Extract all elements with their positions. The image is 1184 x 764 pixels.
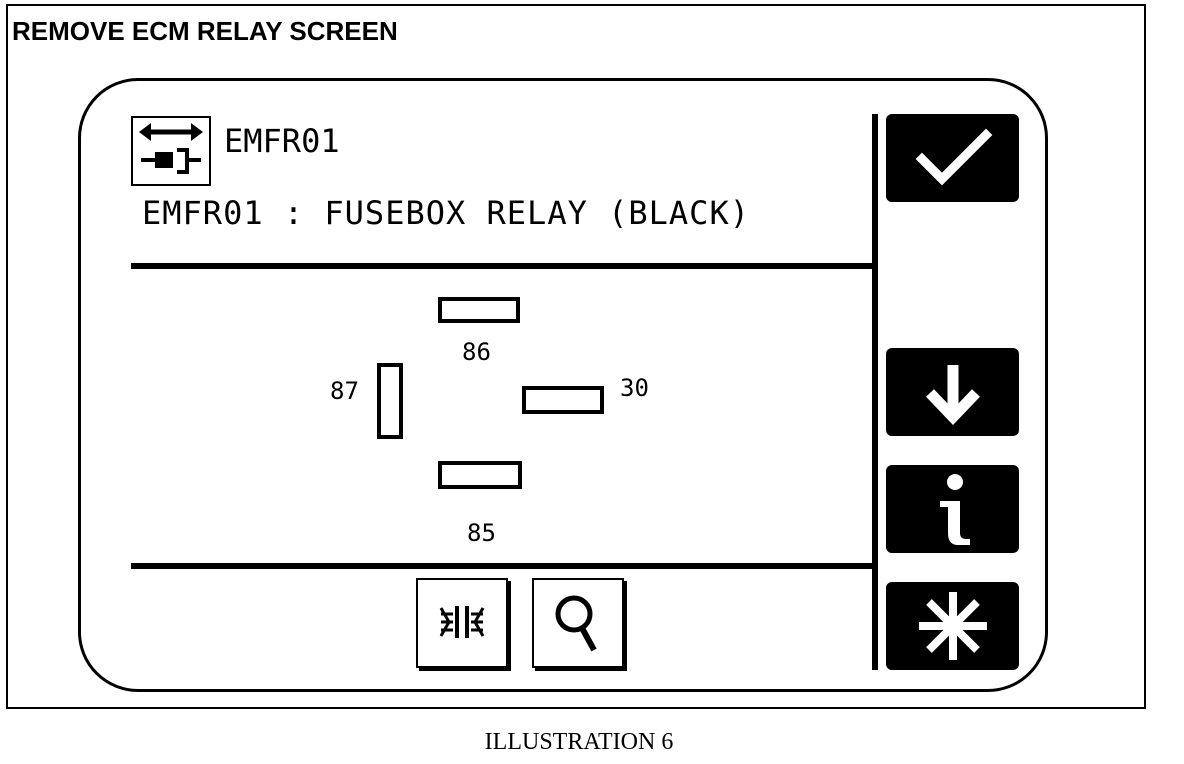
info-button[interactable] [886, 465, 1019, 553]
illustration-frame [6, 4, 1146, 709]
device-screen [78, 78, 1048, 692]
down-arrow-icon [925, 365, 980, 425]
sidebar-divider [872, 114, 878, 670]
relay-pin-85 [438, 461, 522, 489]
connector-view-button[interactable] [416, 578, 508, 668]
connector-diagram-icon [439, 606, 485, 638]
frame-title: REMOVE ECM RELAY SCREEN [12, 16, 398, 46]
next-button[interactable] [886, 348, 1019, 436]
info-icon [939, 474, 970, 545]
relay-pin-30 [522, 386, 604, 414]
asterisk-icon [918, 592, 987, 660]
relay-pin-label-30: 30 [620, 374, 649, 402]
relay-pin-label-86: 86 [462, 338, 491, 366]
footer-divider [131, 563, 875, 569]
connector-plug-icon [131, 116, 211, 186]
checkmark-icon [915, 128, 992, 186]
connector-code: EMFR01 [224, 122, 340, 160]
connector-description: EMFR01 : FUSEBOX RELAY (BLACK) [142, 194, 750, 232]
options-button[interactable] [886, 582, 1019, 670]
magnifier-icon [555, 595, 597, 652]
relay-pin-label-85: 85 [467, 519, 496, 547]
confirm-button[interactable] [886, 114, 1019, 202]
illustration-caption: ILLUSTRATION 6 [484, 729, 674, 755]
header-divider [131, 263, 875, 269]
relay-pin-label-87: 87 [330, 377, 359, 405]
relay-pin-86 [438, 297, 520, 323]
zoom-button[interactable] [532, 578, 624, 668]
relay-pin-87 [377, 363, 403, 439]
